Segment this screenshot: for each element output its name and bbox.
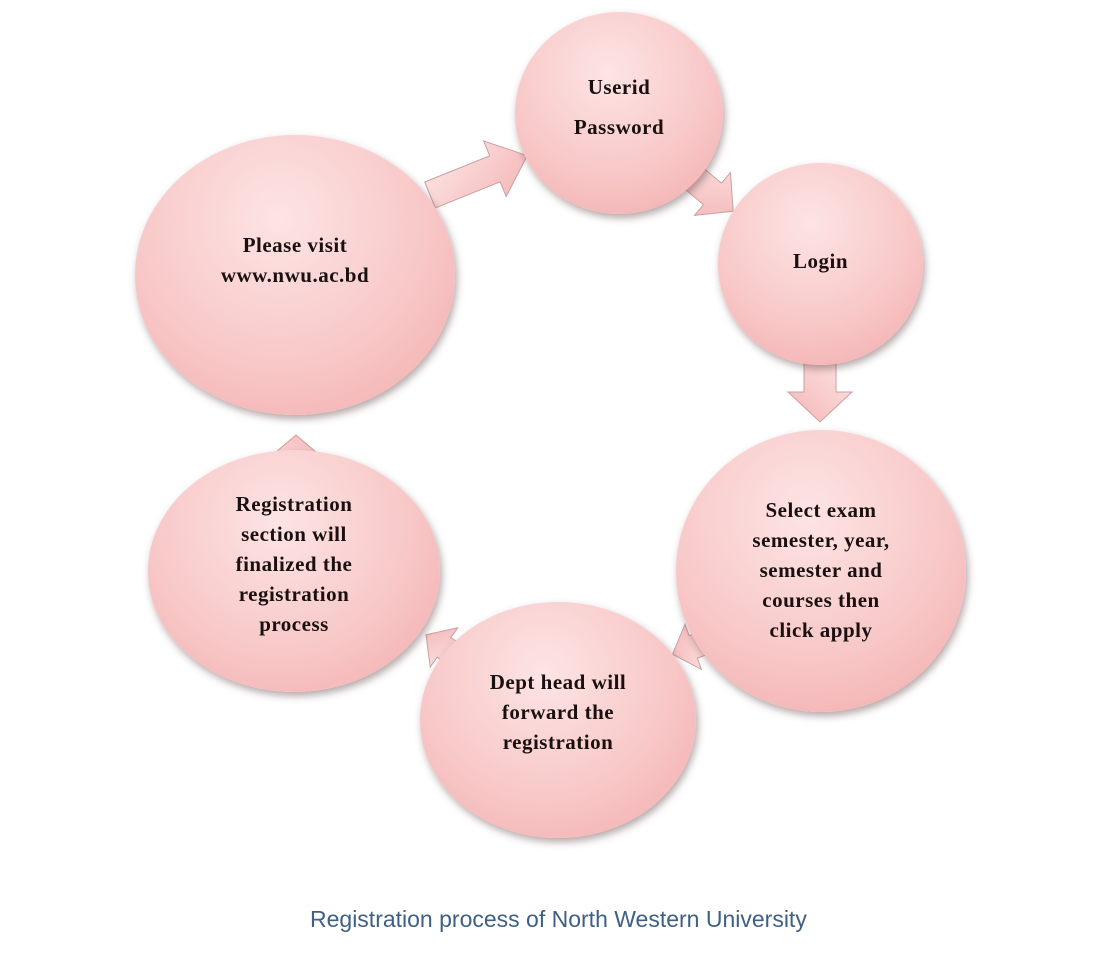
step-dept: Dept head will forward the registration	[420, 602, 696, 838]
step-finalize: Registration section will finalized the …	[148, 450, 440, 692]
step-credentials: Userid Password	[515, 12, 723, 214]
step-select: Select exam semester, year, semester and…	[676, 430, 966, 712]
diagram-caption: Registration process of North Western Un…	[310, 906, 807, 932]
step-credentials-label: Userid Password	[573, 75, 665, 139]
step-login: Login	[718, 163, 923, 365]
step-visit: Please visit www.nwu.ac.bd	[135, 135, 455, 415]
step-login-label: Login	[792, 249, 849, 273]
step-finalize-label: Registration section will finalized the …	[235, 492, 353, 636]
step-select-label: Select exam semester, year, semester and…	[752, 498, 890, 642]
step-visit-label: Please visit www.nwu.ac.bd	[220, 233, 370, 287]
arrow-visit-to-credentials	[424, 140, 529, 209]
arrow-login-to-select	[786, 359, 854, 423]
step-dept-label: Dept head will forward the registration	[489, 670, 627, 754]
